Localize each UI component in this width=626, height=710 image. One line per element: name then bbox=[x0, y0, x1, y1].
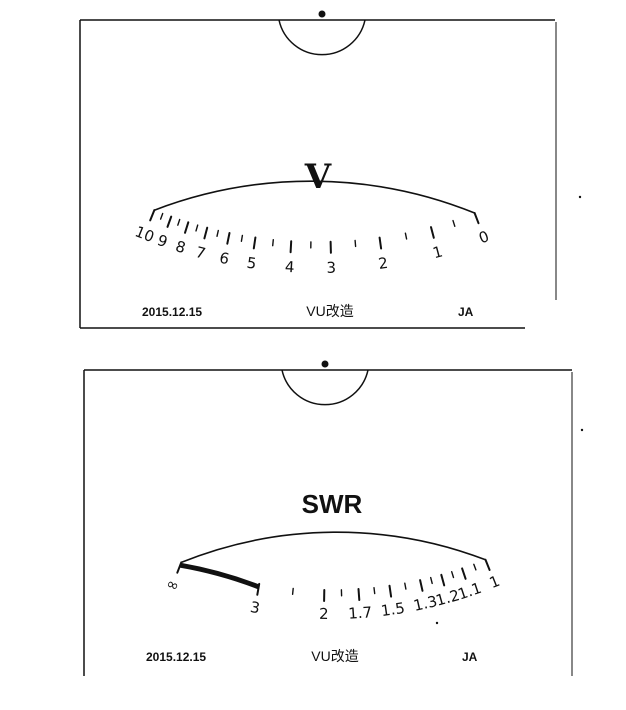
v-minor-tick bbox=[452, 219, 456, 228]
s-minor-tick bbox=[430, 576, 433, 585]
swr-meter-panel: SWR 1 1.1 1.2 1.3 1.5 1.7 2 3 ∞ 2015.12.… bbox=[83, 360, 584, 676]
v-minor-tick bbox=[216, 229, 220, 238]
v-footer-right: JA bbox=[458, 305, 474, 319]
swr-scale-label-3: 1.3 bbox=[412, 592, 439, 615]
swr-scale-label-2: 1.2 bbox=[434, 586, 462, 610]
s-major-tick bbox=[419, 579, 424, 592]
s-minor-tick bbox=[291, 587, 294, 595]
v-major-tick bbox=[203, 226, 209, 240]
v-major-tick bbox=[289, 240, 293, 254]
swr-scale-label-7: 3 bbox=[249, 598, 261, 617]
v-pivot-dot bbox=[318, 10, 326, 18]
v-minor-tick bbox=[354, 239, 357, 248]
swr-scale-label-6: 2 bbox=[319, 605, 329, 623]
v-major-tick bbox=[166, 215, 173, 228]
swr-scale-ticks bbox=[176, 558, 491, 602]
swr-scale-arc bbox=[181, 531, 486, 564]
v-major-tick bbox=[252, 236, 257, 250]
v-minor-tick bbox=[177, 218, 181, 226]
swr-scale-label-0: 1 bbox=[487, 572, 503, 592]
swr-margin-speck bbox=[580, 428, 584, 432]
s-minor-tick bbox=[451, 571, 455, 579]
swr-footer-right: JA bbox=[462, 650, 478, 664]
v-margin-speck bbox=[578, 195, 582, 199]
v-scale-label-1: 1 bbox=[431, 242, 445, 262]
s-minor-tick bbox=[473, 563, 477, 571]
s-major-tick bbox=[176, 561, 183, 574]
swr-scale: 1 1.1 1.2 1.3 1.5 1.7 2 3 ∞ bbox=[164, 531, 503, 623]
v-major-tick bbox=[149, 209, 156, 222]
v-scale-label-4: 4 bbox=[284, 258, 295, 277]
v-minor-tick bbox=[404, 232, 408, 240]
v-footer-middle: VU改造 bbox=[306, 303, 353, 319]
v-major-tick bbox=[378, 236, 383, 250]
v-minor-tick bbox=[159, 212, 164, 220]
s-minor-tick bbox=[373, 587, 376, 595]
swr-footer-date: 2015.12.15 bbox=[146, 650, 206, 664]
v-major-tick bbox=[184, 221, 190, 234]
swr-scale-label-5: 1.7 bbox=[348, 603, 373, 623]
v-footer-date: 2015.12.15 bbox=[142, 305, 202, 319]
v-scale-ticks bbox=[149, 209, 480, 254]
s-minor-tick bbox=[404, 582, 407, 590]
v-scale-label-7: 7 bbox=[194, 243, 208, 263]
swr-pivot-cutout bbox=[281, 369, 369, 406]
v-meter-panel: V 0 1 2 3 4 5 6 7 8 9 10 2015.12.15 VU改造… bbox=[79, 10, 582, 329]
swr-scale-label-8: ∞ bbox=[164, 574, 182, 595]
v-scale-label-5: 5 bbox=[246, 254, 258, 273]
v-scale-label-9: 9 bbox=[155, 231, 170, 251]
v-pivot-cutout bbox=[278, 19, 366, 56]
v-minor-tick bbox=[195, 224, 199, 232]
v-scale-arc bbox=[154, 180, 475, 214]
swr-meter-title: SWR bbox=[302, 489, 363, 519]
swr-footer-middle: VU改造 bbox=[311, 648, 358, 664]
s-major-tick bbox=[440, 573, 446, 587]
s-major-tick bbox=[484, 558, 491, 571]
v-scale-label-0: 0 bbox=[476, 227, 491, 247]
swr-pivot-dot bbox=[321, 360, 329, 368]
swr-danger-band bbox=[179, 562, 260, 590]
s-major-tick bbox=[256, 582, 261, 596]
v-minor-tick bbox=[272, 238, 274, 247]
v-scale-label-10: 10 bbox=[132, 222, 156, 246]
v-major-tick bbox=[430, 226, 435, 239]
s-major-tick bbox=[461, 567, 467, 580]
v-scale: 0 1 2 3 4 5 6 7 8 9 10 bbox=[132, 180, 492, 277]
v-scale-label-6: 6 bbox=[218, 249, 231, 269]
v-meter-title: V bbox=[304, 157, 332, 197]
swr-margin-speck-2 bbox=[435, 621, 439, 625]
v-major-tick bbox=[226, 232, 231, 245]
v-scale-label-8: 8 bbox=[173, 237, 187, 257]
swr-scale-label-4: 1.5 bbox=[380, 599, 406, 620]
v-minor-tick bbox=[240, 234, 244, 243]
s-major-tick bbox=[388, 584, 393, 598]
v-scale-label-2: 2 bbox=[377, 254, 389, 273]
v-scale-label-3: 3 bbox=[326, 259, 336, 277]
v-major-tick bbox=[473, 212, 480, 225]
s-major-tick bbox=[357, 588, 361, 601]
